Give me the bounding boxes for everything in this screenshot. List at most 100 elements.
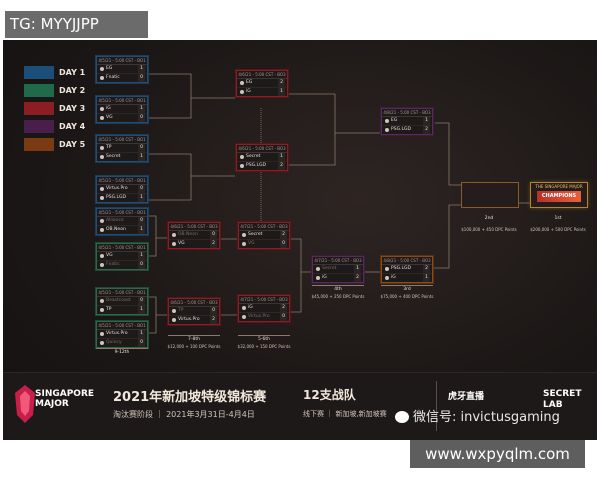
wechat-watermark: 微信号: invictusgaming — [395, 406, 560, 425]
legend-label: DAY 3 — [59, 104, 86, 113]
team-name: Alliance — [106, 218, 124, 223]
team-name: PSG.LGD — [246, 163, 266, 168]
team-name: PSG.LGD — [391, 266, 411, 271]
team-score: 1 — [138, 65, 145, 73]
team-score: 2 — [423, 126, 430, 134]
team-name: iG — [322, 275, 327, 280]
match-header: 4/6/21 - 5:00 CST - BO3 — [169, 300, 219, 307]
team-score: 2 — [280, 231, 287, 239]
place-label-2nd: 2nd — [484, 216, 494, 221]
match-header: 4/5/21 - 5:00 CST - BO1 — [97, 210, 147, 217]
bracket-poster: DAY 1 DAY 2 DAY 3 DAY 4 DAY 5 4/5/21 - 5… — [3, 40, 597, 440]
team-score: 0 — [138, 217, 145, 225]
team-score: 2 — [278, 162, 285, 170]
watermark-bottom: www.wxpyqlm.com — [410, 440, 585, 468]
round-label-4th: 4th — [312, 285, 364, 294]
team-logo-icon — [242, 233, 246, 237]
team-name: Fnatic — [106, 75, 120, 80]
legend-item: DAY 3 — [24, 100, 89, 118]
round-label-text: 4th — [334, 287, 342, 292]
team-logo-icon — [100, 299, 104, 303]
team-score: 0 — [138, 114, 145, 122]
round-label-9-12: 9-12th — [96, 348, 148, 357]
logo-line-1: SINGAPORE — [35, 389, 95, 399]
team-score: 1 — [138, 194, 145, 202]
match-header: 4/8/21 - 5:00 CST - BO3 — [382, 110, 432, 117]
teams-count: 12支战队 — [303, 388, 356, 402]
secret-line-1: SECRET — [543, 389, 582, 399]
team-name: Virtus.Pro — [106, 331, 128, 336]
prize-5-6: $32,000 + 150 DPC Points — [237, 344, 291, 349]
team-name: Quincy — [106, 340, 122, 345]
legend-label: DAY 5 — [59, 140, 86, 149]
team-logo-icon — [240, 81, 244, 85]
team-score: 1 — [138, 153, 145, 161]
event-title: 2021年新加坡特级锦标赛 — [113, 390, 267, 405]
legend-swatch — [24, 84, 54, 97]
match-header: 4/8/21 - 5:00 CST - BO3 — [382, 258, 432, 265]
match-card[interactable]: 4/5/21 - 5:00 CST - BO1 Alliance 0 OB.Neo… — [96, 208, 148, 235]
grand-final-card[interactable] — [461, 182, 519, 208]
team-name: iG — [391, 275, 396, 280]
team-name: Virtus.Pro — [178, 317, 200, 322]
match-card[interactable]: 4/5/21 - 5:00 CST - BO1 Virtus.Pro 1 Quin… — [96, 321, 148, 348]
team-logo-icon — [385, 119, 389, 123]
huya-logo: 虎牙直播 — [448, 392, 485, 402]
team-score: 2 — [280, 304, 287, 312]
team-name: EG — [391, 118, 398, 123]
team-logo-icon — [100, 155, 104, 159]
champion-card[interactable]: THE SINGAPORE MAJOR CHAMPIONS — [530, 182, 588, 208]
match-header: 4/5/21 - 5:00 CST - BO1 — [97, 98, 147, 105]
team-logo-icon — [172, 233, 176, 237]
team-score: 1 — [138, 226, 145, 234]
team-logo-icon — [172, 318, 176, 322]
match-header: 4/7/21 - 5:00 CST - BO3 — [239, 297, 289, 304]
bracket-connectors — [148, 73, 530, 334]
team-name: Secret — [246, 154, 261, 159]
crest-icon — [15, 385, 35, 423]
team-logo-icon — [385, 276, 389, 280]
team-logo-icon — [100, 146, 104, 150]
match-header: 4/7/21 - 5:00 CST - BO3 — [313, 258, 363, 265]
champion-logo: CHAMPIONS — [537, 191, 581, 202]
team-score: 1 — [138, 252, 145, 260]
team-logo-icon — [316, 276, 320, 280]
legend-label: DAY 4 — [59, 122, 86, 131]
match-header: 4/5/21 - 5:00 CST - BO1 — [97, 323, 147, 330]
team-score: 1 — [138, 330, 145, 338]
team-score: 2 — [210, 316, 217, 324]
team-name: OB.Neon — [106, 227, 126, 232]
team-score: 0 — [138, 74, 145, 82]
wechat-text: 微信号: invictusgaming — [413, 410, 560, 425]
round-label-text: 5-6th — [258, 337, 270, 342]
